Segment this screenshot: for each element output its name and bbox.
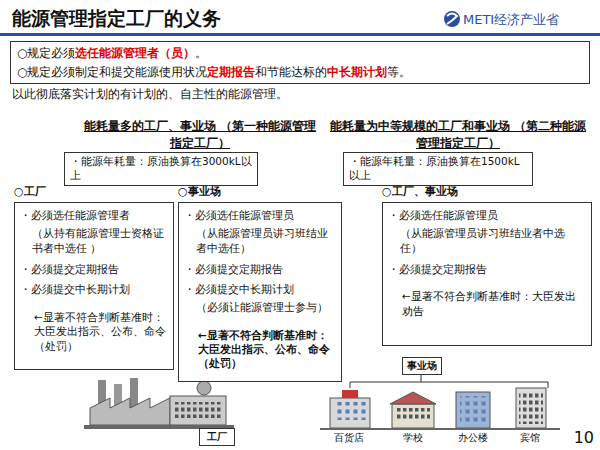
tag-text: 事业场 (405, 359, 439, 373)
title-rule (0, 33, 600, 36)
duty-text: ←显著不符合判断基准时：大臣发出指示、公布、命令（处罚） (184, 328, 336, 371)
threshold-text: ・能源年耗量：原油换算在3000kL以上 (70, 155, 252, 183)
tag-text: 工厂 (202, 430, 232, 444)
building-label: 办公楼 (458, 431, 498, 445)
group-heading: 能耗量为中等规模的工厂和事业场 （第二种能源管理指定工厂） (328, 118, 588, 152)
group-heading: 能耗量多的工厂、事业场 （第一种能源管理指定工厂） (80, 118, 320, 152)
threshold-box: ・能源年耗量：原油换算在3000kL以上 (64, 152, 258, 186)
factory-illustration (84, 378, 234, 429)
logo-text: METI经济产业省 (463, 11, 598, 29)
text-run: ○规定必须 (17, 46, 75, 60)
duty-text: （从能源管理员讲习班结业者中选任） (388, 227, 586, 257)
slide-title: 能源管理指定工厂的义务 (12, 6, 221, 32)
duty-panel: ○工厂・必须选任能源管理者 （从持有能源管理士资格证书者中选任 ） ・必须提交定期报… (14, 184, 174, 370)
duty-text: （从持有能源管理士资格证书者中选任 ） (20, 227, 168, 257)
duty-text: ・必须提交定期报告 (388, 263, 586, 278)
tag-box: 工厂 (199, 428, 235, 446)
panel-heading: ○工厂 (14, 184, 174, 202)
buildings-illustration (320, 388, 560, 430)
summary-box: ○规定必须选任能源管理者（员）。○规定必须制定和提交能源使用状况定期报告和节能达… (10, 41, 590, 84)
duty-text: ・必须选任能源管理者 (20, 209, 168, 224)
text-run: 中长期计划 (327, 65, 387, 79)
building-label: 百货店 (334, 431, 374, 445)
logo-mark (444, 11, 460, 27)
panel-frame: ・必须选任能源管理员 （从能源管理员讲习班结业者中选任） ・必须提交定期报告 ←显著不… (382, 202, 592, 346)
text-run: 。 (195, 46, 207, 60)
summary-line: ○规定必须制定和提交能源使用状况定期报告和节能达标的中长期计划等。 (17, 63, 583, 82)
duty-text: （必须让能源管理士参与） (184, 301, 336, 316)
threshold-box: ・能源年耗量：原油换算在1500kL以上 (343, 152, 533, 186)
duty-text: ・必须选任能源管理员 (184, 209, 336, 224)
text-run: 等。 (387, 65, 411, 79)
page-number: 10 (566, 428, 594, 447)
panel-frame: ・必须选任能源管理者 （从持有能源管理士资格证书者中选任 ） ・必须提交定期报告・必… (14, 202, 174, 370)
duty-panel: ○工厂、事业场・必须选任能源管理员 （从能源管理员讲习班结业者中选任） ・必须提交定… (382, 184, 592, 346)
threshold-text: ・能源年耗量：原油换算在1500kL以上 (349, 155, 527, 183)
duty-text: ・必须提交中长期计划 (20, 283, 168, 298)
text-run: ○规定必须制定和提交能源使用状况 (17, 65, 207, 79)
text-run: 选任能源管理者（员） (75, 46, 195, 60)
summary-note: 以此彻底落实计划的有计划的、自主性的能源管理。 (12, 86, 572, 103)
bracket (350, 374, 548, 388)
text-run: 定期报告 (207, 65, 255, 79)
duty-text: ←显著不符合判断基准时：大臣发出指示、公布、命令（处罚） (20, 310, 168, 353)
tag-box: 事业场 (402, 357, 442, 375)
building-label: 学校 (403, 431, 433, 445)
text-run: 和节能达标的 (255, 65, 327, 79)
building-label: 宾馆 (520, 431, 550, 445)
duty-text: （从能源管理员讲习班结业者中选任） (184, 227, 336, 257)
duty-text: ・必须提交中长期计划 (184, 283, 336, 298)
panel-heading: ○工厂、事业场 (382, 184, 592, 202)
duty-text: ←显著不符合判断基准时：大臣发出劝告 (388, 289, 586, 317)
summary-line: ○规定必须选任能源管理者（员）。 (17, 44, 583, 63)
duty-panel: ○事业场・必须选任能源管理员 （从能源管理员讲习班结业者中选任） ・必须提交定期报告… (178, 184, 342, 382)
duty-text: ・必须提交定期报告 (20, 263, 168, 278)
panel-heading: ○事业场 (178, 184, 342, 202)
duty-text: ・必须选任能源管理员 (388, 209, 586, 224)
panel-frame: ・必须选任能源管理员 （从能源管理员讲习班结业者中选任） ・必须提交定期报告・必须提… (178, 202, 342, 382)
duty-text: ・必须提交定期报告 (184, 263, 336, 278)
